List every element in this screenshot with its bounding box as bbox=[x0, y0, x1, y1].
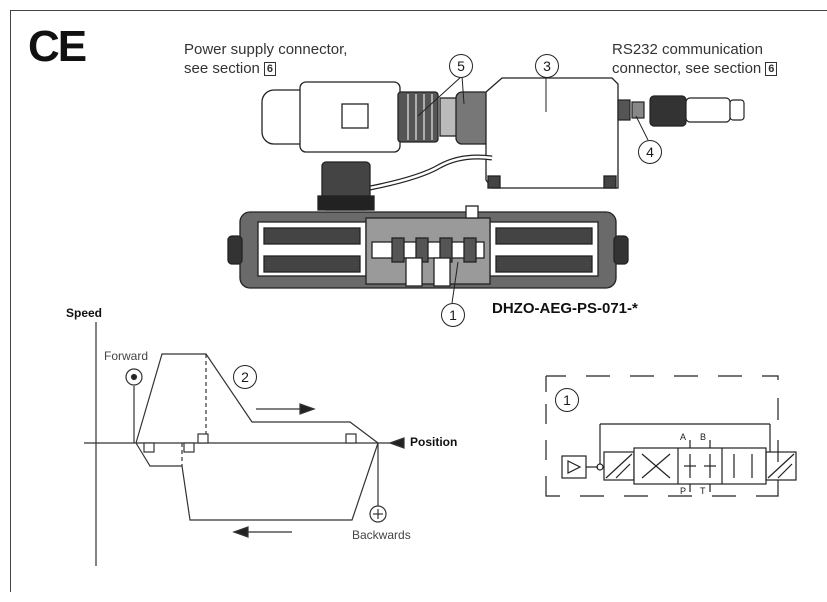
spool-envelope bbox=[633, 447, 767, 485]
model-code: DHZO-AEG-PS-071-* bbox=[492, 300, 638, 317]
solenoid-connector bbox=[317, 154, 493, 211]
backward-profile bbox=[135, 442, 379, 521]
rs232-caption-line1: RS232 communication bbox=[612, 41, 763, 58]
rs232-connector bbox=[617, 95, 745, 127]
position-axis-arrow bbox=[388, 437, 405, 449]
callout-leaders bbox=[417, 75, 649, 304]
callout-5: 5 bbox=[449, 54, 473, 78]
callout-2: 2 bbox=[233, 365, 257, 389]
symbol-dashed-border bbox=[545, 375, 779, 497]
port-p-label: P bbox=[680, 486, 687, 496]
forward-label: Forward bbox=[104, 349, 149, 363]
electronics-housing bbox=[485, 77, 619, 189]
section-ref-box: 6 bbox=[765, 62, 778, 76]
valve-body bbox=[227, 205, 629, 289]
forward-profile bbox=[135, 353, 379, 444]
speed-axis-label: Speed bbox=[66, 306, 103, 320]
page-frame bbox=[10, 10, 827, 592]
rs232-caption: RS232 communication connector, see secti… bbox=[612, 40, 778, 78]
position-sensor-mark bbox=[183, 442, 195, 453]
port-t-label: T bbox=[700, 486, 706, 496]
callout-1: 1 bbox=[441, 303, 465, 327]
callout-3: 3 bbox=[535, 54, 559, 78]
backwards-label: Backwards bbox=[352, 528, 411, 542]
position-sensor-mark bbox=[143, 442, 155, 453]
port-a-label: A bbox=[680, 432, 687, 442]
port-b-label: B bbox=[700, 432, 707, 442]
position-sensor-mark bbox=[345, 433, 357, 444]
callout-1-symbol: 1 bbox=[555, 388, 579, 412]
section-ref-box: 6 bbox=[263, 62, 277, 76]
solenoid-b bbox=[765, 451, 797, 481]
position-sensor-mark bbox=[197, 433, 209, 444]
control-electronics-box bbox=[561, 455, 587, 479]
callout-4: 4 bbox=[638, 140, 662, 164]
ce-mark: CE bbox=[28, 22, 87, 71]
position-axis-label: Position bbox=[410, 435, 458, 449]
power-supply-caption-line1: Power supply connector, bbox=[184, 41, 348, 58]
power-connector bbox=[261, 81, 491, 153]
